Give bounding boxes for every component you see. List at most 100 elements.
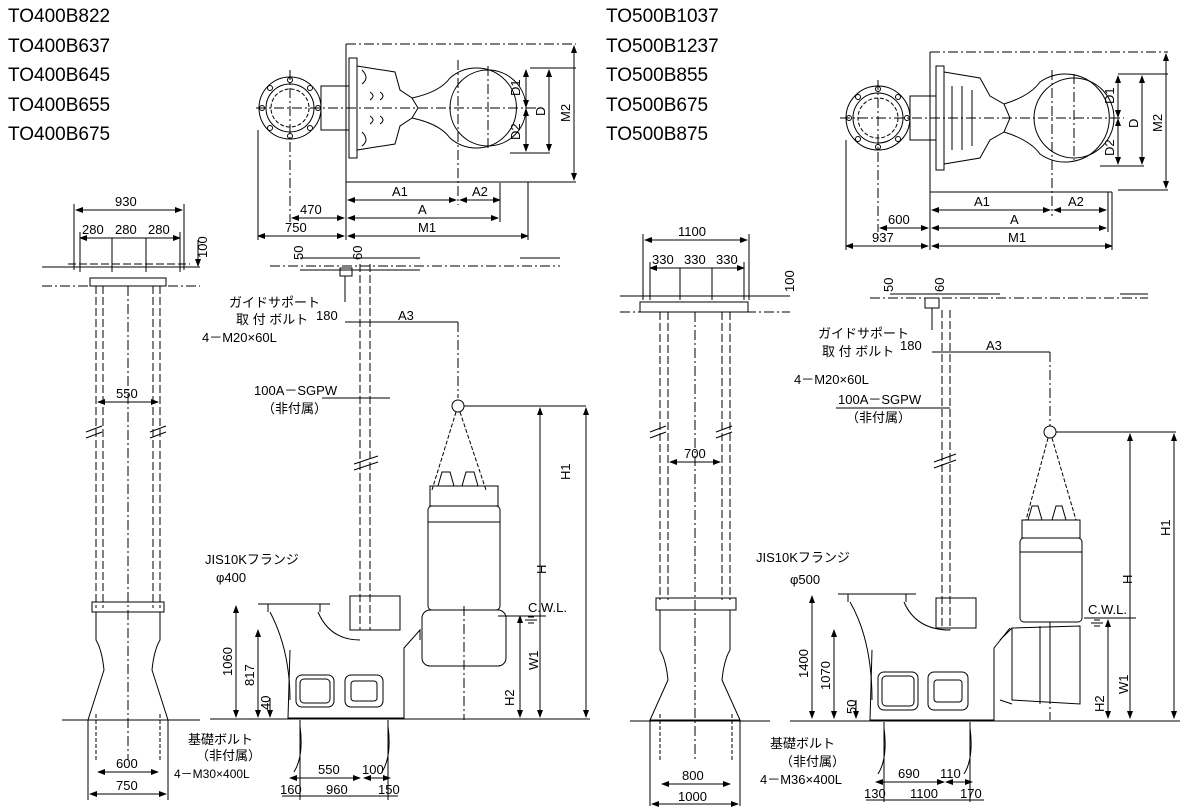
right-dim-b130: 130 <box>864 786 886 801</box>
left-elevation-labels: 50 60 180 A3 ガイドサポート 取 付 ボルト 4－M20×60L 1… <box>174 246 573 797</box>
left-guide-support: ガイドサポート <box>229 295 320 310</box>
left-plan-labels: A1 A2 A 470 750 M1 D1 D2 D M2 <box>285 79 573 235</box>
right-dim-a: A <box>1010 212 1019 227</box>
left-dim-750: 750 <box>285 220 307 235</box>
right-column-view <box>620 234 790 807</box>
left-foundation-spec: 4－M30×400L <box>174 767 250 781</box>
left-dim-d: D <box>533 107 548 116</box>
left-dim-1060: 1060 <box>220 647 235 676</box>
right-elevation-labels: 50 60 180 A3 ガイドサポート 取 付 ボルト 4－M20×60L 1… <box>756 278 1173 801</box>
right-dim-a2: A2 <box>1068 194 1084 209</box>
right-mount-bolt: 取 付 ボルト <box>822 344 894 359</box>
left-flange-label: JIS10Kフランジ <box>205 552 299 567</box>
left-dim-930: 930 <box>115 194 137 209</box>
right-dim-50: 50 <box>881 278 896 292</box>
left-dim-b960: 960 <box>326 782 348 797</box>
right-dim-180: 180 <box>900 338 922 353</box>
right-dim-600: 600 <box>888 212 910 227</box>
left-dim-50: 50 <box>291 246 306 260</box>
right-dim-m2: M2 <box>1150 114 1165 132</box>
left-dim-h2: H2 <box>502 689 517 706</box>
right-elevation-view <box>790 293 1180 802</box>
right-guide-support: ガイドサポート <box>818 326 909 341</box>
right-dim-330b: 330 <box>684 252 706 267</box>
left-flange-size: φ400 <box>216 570 246 585</box>
right-dim-h2: H2 <box>1092 695 1107 712</box>
left-dim-180: 180 <box>316 308 338 323</box>
left-model-2: TO400B637 <box>8 35 111 57</box>
left-dim-b100: 100 <box>362 762 384 777</box>
right-model-3: TO500B855 <box>606 65 709 86</box>
right-dim-d1: D1 <box>1102 87 1117 104</box>
right-dim-h: H <box>1120 575 1135 584</box>
left-pipe-not-included: （非付属） <box>262 401 327 416</box>
left-dim-280a: 280 <box>82 222 104 237</box>
left-dim-a1: A1 <box>392 184 408 199</box>
right-dim-d: D <box>1126 119 1141 128</box>
left-dim-m2: M2 <box>558 104 573 122</box>
left-dim-b150: 150 <box>378 782 400 797</box>
left-dim-280c: 280 <box>148 222 170 237</box>
left-model-5: TO400B675 <box>8 124 111 145</box>
right-plan-labels: A1 A2 A 600 937 M1 D1 D2 D M2 <box>872 87 1165 245</box>
left-foundation-not-included: （非付属） <box>196 748 261 763</box>
right-model-list: TO500B1037 TO500B1237 TO500B855 TO500B67… <box>606 2 719 150</box>
right-dim-b690: 690 <box>898 766 920 781</box>
left-dim-40: 40 <box>258 696 273 710</box>
left-dim-550: 550 <box>116 386 138 401</box>
right-dim-700: 700 <box>684 446 706 461</box>
right-dim-d2: D2 <box>1102 139 1117 156</box>
right-foundation-bolt: 基礎ボルト <box>770 736 835 751</box>
right-guide-bolt-spec: 4－M20×60L <box>794 372 869 387</box>
left-foundation-bolt: 基礎ボルト <box>188 732 253 747</box>
left-dim-w1: W1 <box>526 651 541 671</box>
right-model-4: TO500B675 <box>606 94 709 116</box>
left-dim-m1: M1 <box>418 220 436 235</box>
right-dim-w1: W1 <box>1116 675 1131 695</box>
left-dim-a2: A2 <box>472 184 488 199</box>
right-flange-label: JIS10Kフランジ <box>756 550 850 565</box>
right-dim-b170: 170 <box>960 786 982 801</box>
right-dim-100: 100 <box>782 270 797 292</box>
left-pipe-label: 100A－SGPW <box>254 383 338 398</box>
right-cwl-label: C.W.L. <box>1088 602 1127 617</box>
left-model-1: TO400B822 <box>8 6 111 27</box>
right-dim-m1: M1 <box>1008 230 1026 245</box>
right-model-1: TO500B1037 <box>606 6 719 27</box>
left-column-view <box>42 204 201 800</box>
left-dim-h: H <box>534 565 549 574</box>
right-dim-330c: 330 <box>716 252 738 267</box>
right-pipe-not-included: （非付属） <box>846 410 911 425</box>
left-plan-view <box>256 43 577 240</box>
left-dim-a3: A3 <box>398 308 414 323</box>
right-dim-1400: 1400 <box>796 649 811 678</box>
right-dim-b110: 110 <box>940 766 961 781</box>
left-model-4: TO400B655 <box>8 94 111 116</box>
right-dim-b1100: 1100 <box>910 786 938 801</box>
left-cwl-label: C.W.L. <box>528 600 567 615</box>
right-dim-a3: A3 <box>986 338 1002 353</box>
right-dim-1100: 1100 <box>678 224 706 239</box>
left-mount-bolt: 取 付 ボルト <box>236 312 308 327</box>
right-column-labels: 1100 330 330 330 100 700 800 1000 <box>652 224 797 804</box>
left-guide-bolt-spec: 4－M20×60L <box>202 330 277 345</box>
left-elevation-view <box>210 257 590 800</box>
left-dim-817: 817 <box>242 664 257 686</box>
right-dim-50b: 50 <box>844 700 859 714</box>
right-flange-size: φ500 <box>790 572 820 587</box>
left-model-3: TO400B645 <box>8 65 111 86</box>
right-dim-1070: 1070 <box>818 661 833 690</box>
left-dim-h1: H1 <box>558 463 573 480</box>
right-foundation-not-included: （非付属） <box>780 754 845 769</box>
left-dim-280b: 280 <box>115 222 137 237</box>
right-model-5: TO500B875 <box>606 124 709 145</box>
left-dim-d2: D2 <box>508 123 523 140</box>
left-dim-600: 600 <box>116 756 138 771</box>
right-pipe-label: 100A－SGPW <box>838 392 922 407</box>
right-dim-800: 800 <box>682 768 704 783</box>
left-dim-750b: 750 <box>116 778 138 793</box>
right-dim-h1: H1 <box>1158 519 1173 536</box>
right-dim-330a: 330 <box>652 252 674 267</box>
left-column-labels: 930 280 280 280 100 550 600 750 <box>82 194 210 793</box>
